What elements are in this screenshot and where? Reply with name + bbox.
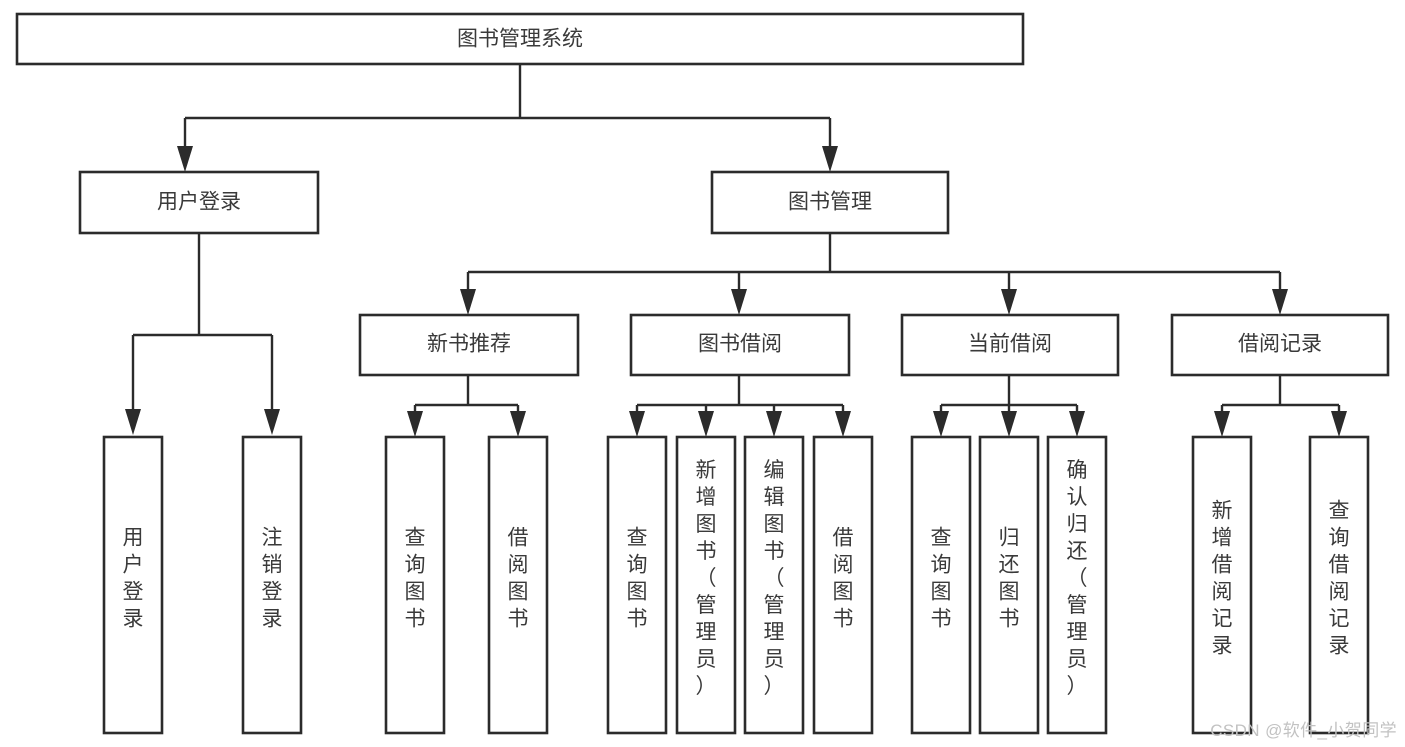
node-leaf-borrow-book-1-label: 借阅图书 <box>508 527 529 631</box>
node-leaf-query-record-box[interactable] <box>1308 435 1370 735</box>
node-leaf-edit-book[interactable]: 编辑图书（管理员） <box>743 435 805 735</box>
node-new-book-rec-label: 新书推荐 <box>427 333 511 356</box>
arrow-leaf-query-book-1 <box>407 411 423 437</box>
node-leaf-borrow-book-1-box[interactable] <box>487 435 549 735</box>
node-leaf-query-record[interactable]: 查询借阅记录 <box>1308 435 1370 735</box>
node-root[interactable]: 图书管理系统 <box>15 12 1025 66</box>
arrow-new-book-rec <box>460 289 476 315</box>
node-leaf-confirm-return[interactable]: 确认归还（管理员） <box>1046 435 1108 735</box>
node-root-box[interactable] <box>15 12 1025 66</box>
node-user-login-box[interactable] <box>78 170 320 235</box>
node-leaf-return-book[interactable]: 归还图书 <box>978 435 1040 735</box>
node-current-borrow-label: 当前借阅 <box>968 333 1052 356</box>
node-leaf-add-record-label: 新增借阅记录 <box>1212 500 1233 658</box>
node-leaf-borrow-book-2-label: 借阅图书 <box>833 527 854 631</box>
node-book-manage-label: 图书管理 <box>788 191 872 214</box>
node-leaf-user-login-label: 用户登录 <box>123 527 144 631</box>
arrow-leaf-query-record <box>1331 411 1347 437</box>
arrow-current-borrow <box>1001 289 1017 315</box>
node-user-login[interactable]: 用户登录 <box>78 170 320 235</box>
node-leaf-logout[interactable]: 注销登录 <box>241 435 303 735</box>
node-book-manage-box[interactable] <box>710 170 950 235</box>
node-new-book-rec[interactable]: 新书推荐 <box>358 313 580 377</box>
node-leaf-edit-book-box[interactable] <box>743 435 805 735</box>
node-root-label: 图书管理系统 <box>457 28 583 51</box>
arrow-leaf-add-book <box>698 411 714 437</box>
arrow-leaf-user-login <box>125 409 141 435</box>
arrow-leaf-logout <box>264 409 280 435</box>
node-leaf-query-book-3-box[interactable] <box>910 435 972 735</box>
node-book-manage[interactable]: 图书管理 <box>710 170 950 235</box>
node-leaf-logout-box[interactable] <box>241 435 303 735</box>
node-leaf-return-book-label: 归还图书 <box>999 527 1020 631</box>
arrow-borrow-record <box>1272 289 1288 315</box>
connector-layer <box>125 64 1347 437</box>
node-leaf-user-login[interactable]: 用户登录 <box>102 435 164 735</box>
node-leaf-query-book-1[interactable]: 查询图书 <box>384 435 446 735</box>
arrow-book-manage <box>822 146 838 172</box>
node-leaf-query-book-2-box[interactable] <box>606 435 668 735</box>
node-user-login-label: 用户登录 <box>157 191 241 214</box>
node-leaf-logout-label: 注销登录 <box>262 527 283 631</box>
node-leaf-query-record-label: 查询借阅记录 <box>1329 500 1350 658</box>
arrow-leaf-query-book-2 <box>629 411 645 437</box>
arrow-leaf-borrow-book-2 <box>835 411 851 437</box>
arrow-leaf-add-record <box>1214 411 1230 437</box>
arrow-leaf-confirm-return <box>1069 411 1085 437</box>
node-leaf-add-record-box[interactable] <box>1191 435 1253 735</box>
node-current-borrow[interactable]: 当前借阅 <box>900 313 1120 377</box>
node-leaf-user-login-box[interactable] <box>102 435 164 735</box>
node-leaf-add-book-box[interactable] <box>675 435 737 735</box>
node-leaf-confirm-return-label: 确认归还（管理员） <box>1067 459 1088 698</box>
node-book-borrow-label: 图书借阅 <box>698 333 782 356</box>
node-leaf-return-book-box[interactable] <box>978 435 1040 735</box>
node-leaf-add-book[interactable]: 新增图书（管理员） <box>675 435 737 735</box>
node-leaf-query-book-2[interactable]: 查询图书 <box>606 435 668 735</box>
arrow-user-login <box>177 146 193 172</box>
arrow-leaf-edit-book <box>766 411 782 437</box>
node-leaf-query-book-2-label: 查询图书 <box>627 527 648 631</box>
node-leaf-borrow-book-2-box[interactable] <box>812 435 874 735</box>
node-borrow-record-label: 借阅记录 <box>1238 333 1322 356</box>
node-leaf-add-book-label: 新增图书（管理员） <box>696 459 717 698</box>
node-leaf-edit-book-label: 编辑图书（管理员） <box>764 459 785 698</box>
arrow-leaf-query-book-3 <box>933 411 949 437</box>
node-new-book-rec-box[interactable] <box>358 313 580 377</box>
node-current-borrow-box[interactable] <box>900 313 1120 377</box>
node-leaf-borrow-book-2[interactable]: 借阅图书 <box>812 435 874 735</box>
node-leaf-borrow-book-1[interactable]: 借阅图书 <box>487 435 549 735</box>
arrow-leaf-return-book <box>1001 411 1017 437</box>
node-leaf-query-book-3-label: 查询图书 <box>931 527 952 631</box>
node-book-borrow-box[interactable] <box>629 313 851 377</box>
node-borrow-record-box[interactable] <box>1170 313 1390 377</box>
node-book-borrow[interactable]: 图书借阅 <box>629 313 851 377</box>
node-leaf-add-record[interactable]: 新增借阅记录 <box>1191 435 1253 735</box>
arrow-book-borrow <box>731 289 747 315</box>
node-leaf-query-book-1-label: 查询图书 <box>405 527 426 631</box>
arrow-leaf-borrow-book-1 <box>510 411 526 437</box>
node-leaf-query-book-3[interactable]: 查询图书 <box>910 435 972 735</box>
node-leaf-confirm-return-box[interactable] <box>1046 435 1108 735</box>
node-borrow-record[interactable]: 借阅记录 <box>1170 313 1390 377</box>
node-leaf-query-book-1-box[interactable] <box>384 435 446 735</box>
